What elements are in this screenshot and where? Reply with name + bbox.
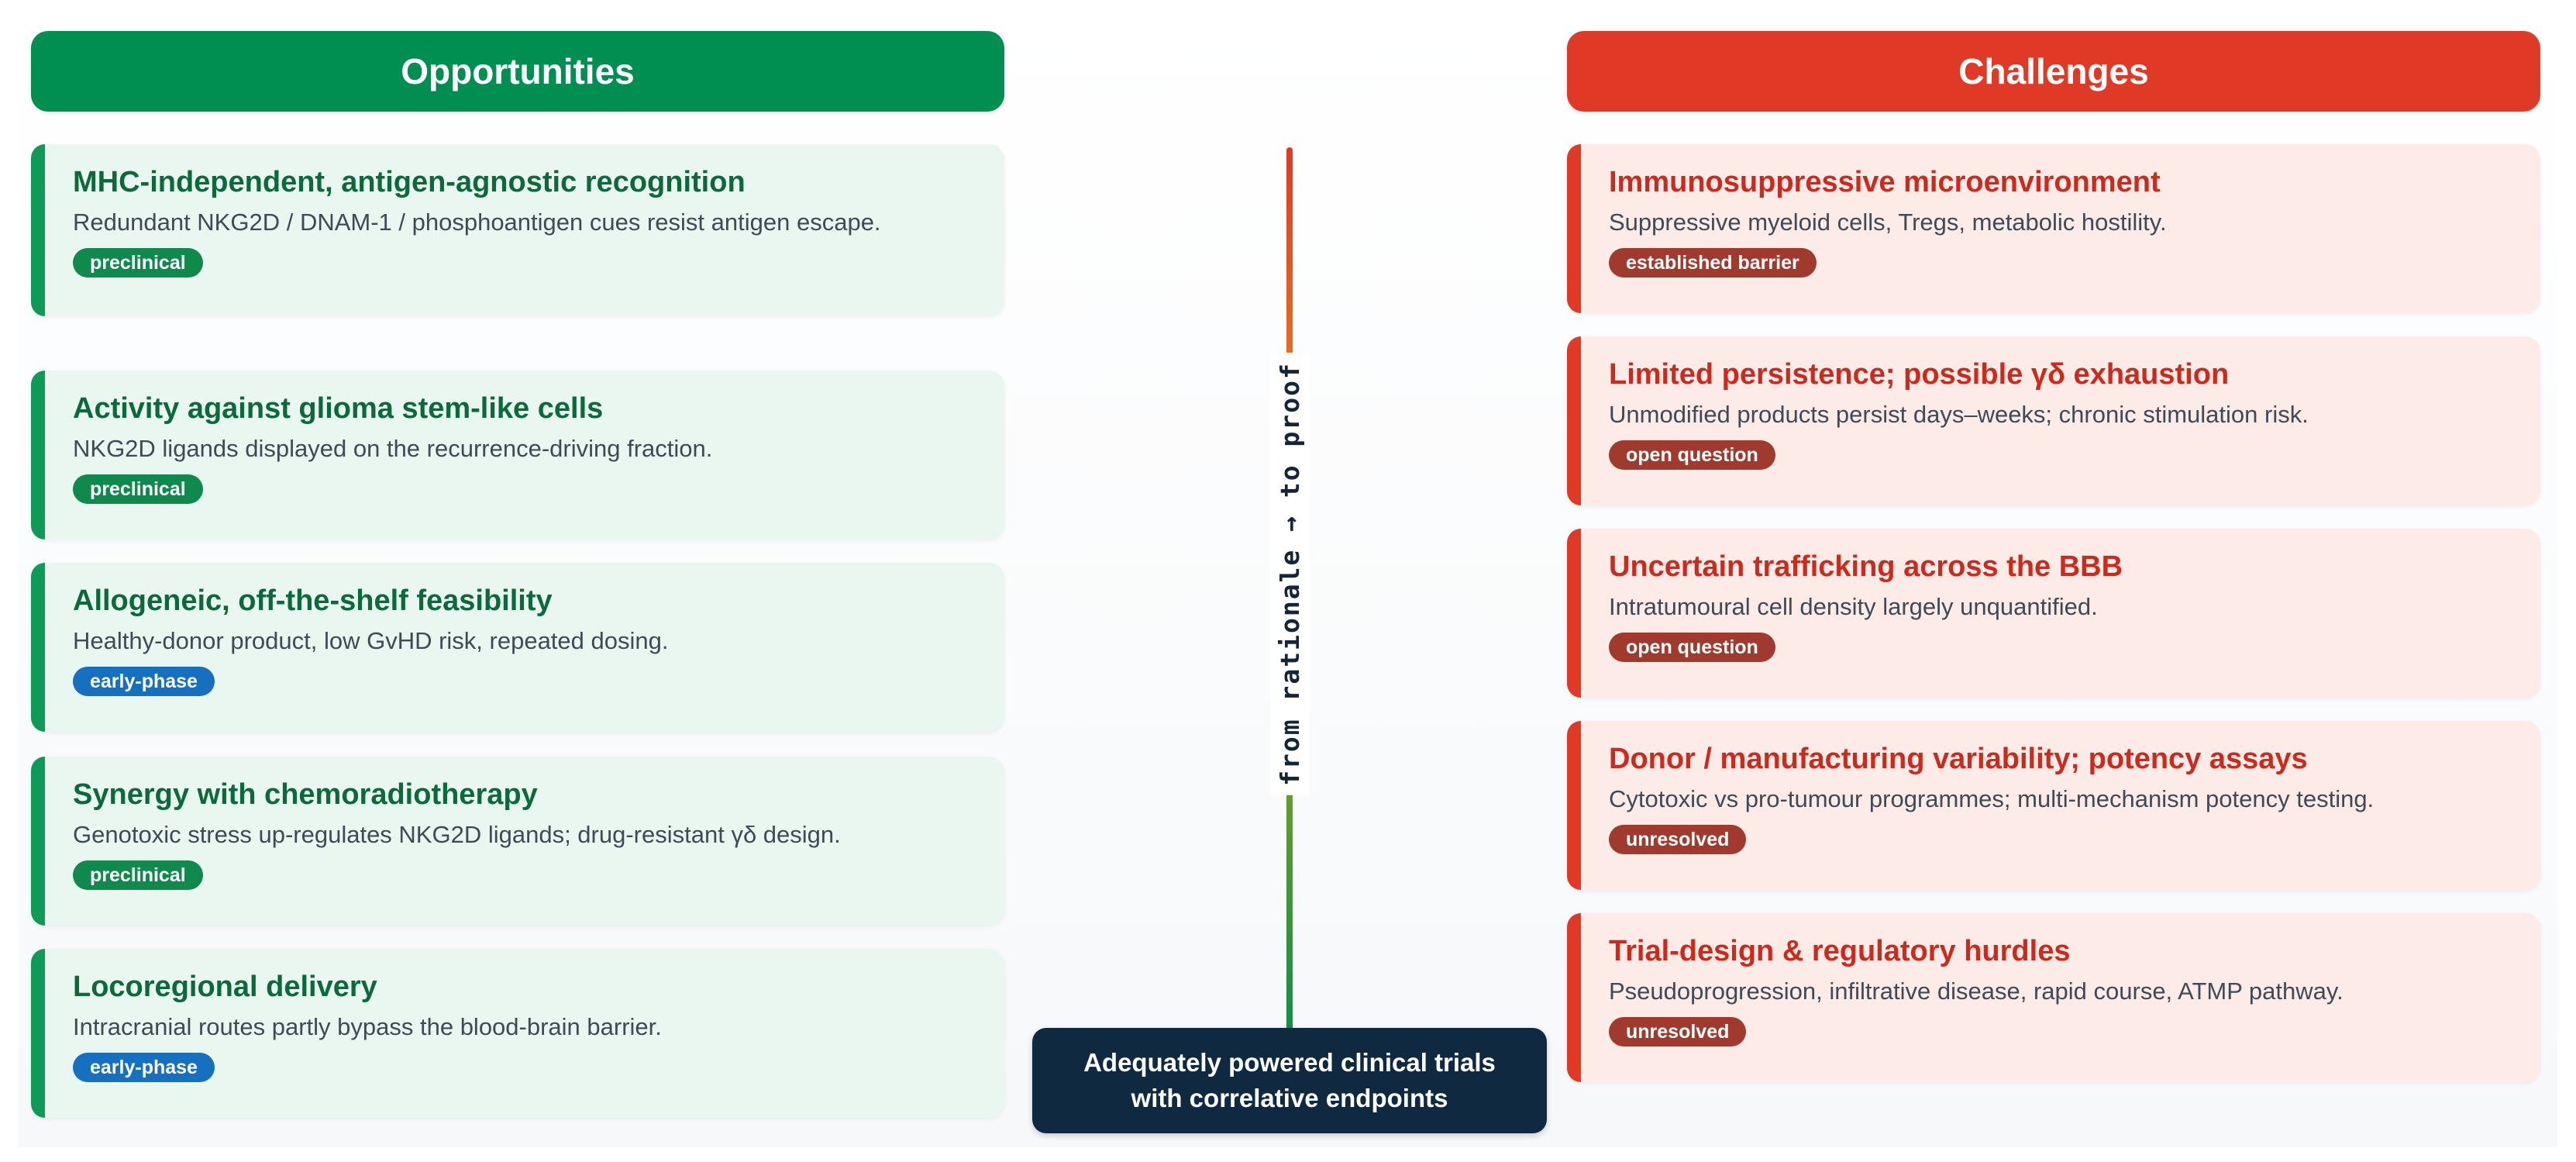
challenge-card: Trial-design & regulatory hurdles Pseudo… (1567, 913, 2540, 1082)
opportunity-card: Synergy with chemoradiotherapy Genotoxic… (31, 757, 1004, 926)
challenges-header: Challenges (1567, 31, 2540, 112)
challenges-header-text: Challenges (1958, 51, 2149, 91)
opportunity-card: Activity against glioma stem-like cells … (31, 371, 1004, 540)
opportunity-title: Synergy with chemoradiotherapy (73, 778, 538, 811)
status-badge: established barrier (1609, 248, 1817, 278)
evidence-badge: early-phase (73, 667, 215, 696)
challenge-card: Donor / manufacturing variability; poten… (1567, 721, 2540, 890)
status-badge: open question (1609, 633, 1775, 662)
challenge-title: Uncertain trafficking across the BBB (1609, 550, 2123, 583)
challenge-title: Trial-design & regulatory hurdles (1609, 935, 2071, 967)
progression-axis-label-container: from rationale → to proof (1228, 352, 1352, 795)
challenge-title: Donor / manufacturing variability; poten… (1609, 743, 2308, 775)
evidence-badge: preclinical (73, 860, 203, 890)
progression-axis-label: from rationale → to proof (1269, 352, 1310, 795)
opportunity-description: NKG2D ligands displayed on the recurrenc… (73, 435, 713, 462)
challenge-description: Suppressive myeloid cells, Tregs, metabo… (1609, 209, 2167, 236)
evidence-badge: preclinical (73, 248, 203, 278)
opportunity-title: Allogeneic, off-the-shelf feasibility (73, 584, 553, 617)
challenge-description: Cytotoxic vs pro-tumour programmes; mult… (1609, 785, 2375, 812)
diagram-canvas: Opportunities Challenges MHC-independent… (19, 16, 2557, 1147)
opportunities-header-text: Opportunities (401, 51, 635, 91)
opportunity-description: Genotoxic stress up-regulates NKG2D liga… (73, 821, 841, 848)
challenge-description: Pseudoprogression, infiltrative disease,… (1609, 978, 2344, 1005)
challenge-card: Immunosuppressive microenvironment Suppr… (1567, 144, 2540, 313)
challenge-description: Intratumoural cell density largely unqua… (1609, 593, 2098, 620)
challenge-card: Limited persistence; possible γδ exhaust… (1567, 336, 2540, 505)
opportunity-title: Locoregional delivery (73, 971, 377, 1003)
challenge-title: Limited persistence; possible γδ exhaust… (1609, 358, 2230, 391)
opportunity-card: MHC-independent, antigen-agnostic recogn… (31, 144, 1004, 316)
evidence-badge: early-phase (73, 1053, 215, 1082)
status-badge: unresolved (1609, 1017, 1747, 1046)
evidence-badge: preclinical (73, 474, 203, 504)
opportunity-card: Locoregional delivery Intracranial route… (31, 949, 1004, 1118)
opportunity-description: Healthy-donor product, low GvHD risk, re… (73, 627, 669, 654)
challenge-title: Immunosuppressive microenvironment (1609, 166, 2161, 198)
status-badge: unresolved (1609, 825, 1747, 854)
conclusion-line-2: with correlative endpoints (1131, 1084, 1448, 1112)
opportunity-title: Activity against glioma stem-like cells (73, 392, 604, 425)
conclusion-box: Adequately powered clinical trials with … (1032, 1028, 1547, 1133)
opportunities-header: Opportunities (31, 31, 1004, 112)
opportunity-description: Intracranial routes partly bypass the bl… (73, 1013, 662, 1040)
conclusion-line-1: Adequately powered clinical trials (1083, 1048, 1496, 1077)
status-badge: open question (1609, 440, 1775, 470)
opportunity-description: Redundant NKG2D / DNAM-1 / phosphoantige… (73, 209, 881, 236)
opportunity-card: Allogeneic, off-the-shelf feasibility He… (31, 563, 1004, 732)
challenge-description: Unmodified products persist days–weeks; … (1609, 401, 2309, 428)
challenge-card: Uncertain trafficking across the BBB Int… (1567, 529, 2540, 698)
opportunity-title: MHC-independent, antigen-agnostic recogn… (73, 166, 746, 198)
